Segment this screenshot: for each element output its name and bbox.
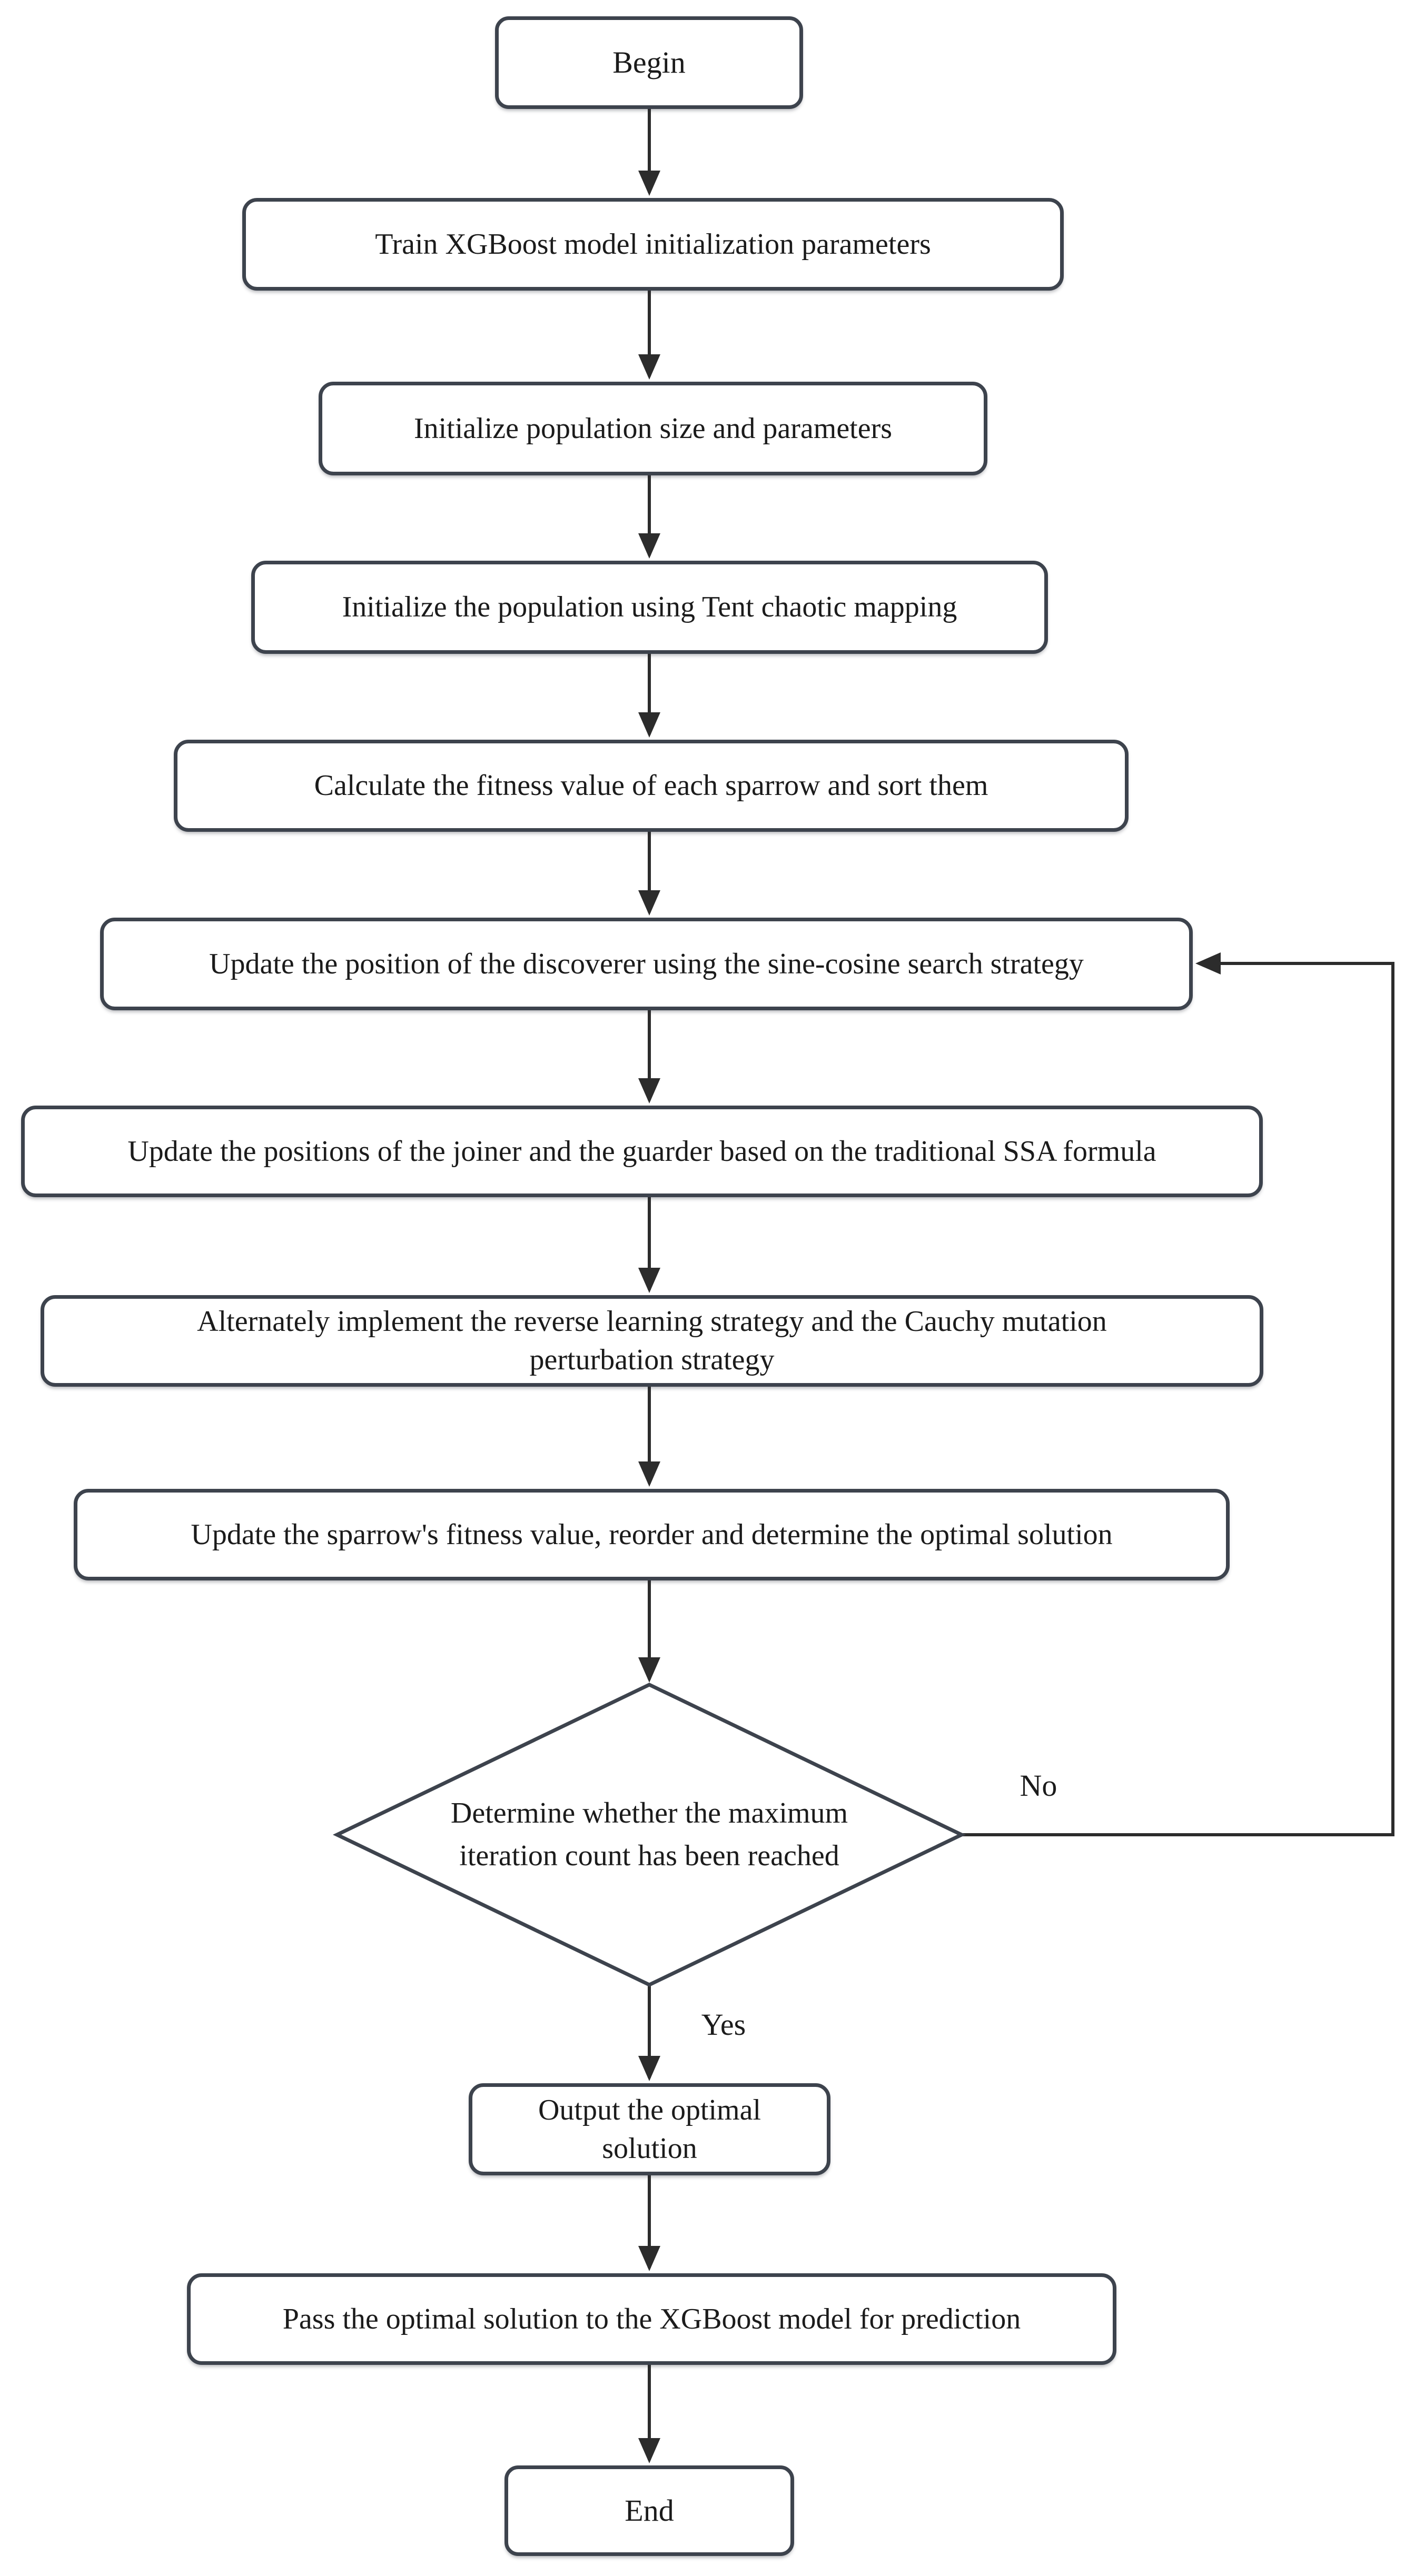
node-alternate-strategies-line2: perturbation strategy xyxy=(529,1344,775,1376)
node-output-optimal-line1: Output the optimal xyxy=(538,2093,761,2126)
node-begin-label: Begin xyxy=(612,45,686,80)
node-update-sparrow-fitness: Update the sparrow's fitness value, reor… xyxy=(74,1489,1230,1580)
node-max-iteration-decision-line2: iteration count has been reached xyxy=(459,1839,839,1872)
node-alternate-strategies-line1: Alternately implement the reverse learni… xyxy=(197,1305,1107,1338)
node-init-population-size: Initialize population size and parameter… xyxy=(319,382,987,475)
node-update-sparrow-fitness-label: Update the sparrow's fitness value, reor… xyxy=(191,1518,1113,1551)
node-begin: Begin xyxy=(495,16,803,109)
node-train-xgboost: Train XGBoost model initialization param… xyxy=(242,198,1064,291)
node-pass-to-xgboost-label: Pass the optimal solution to the XGBoost… xyxy=(282,2302,1021,2335)
edge-label-yes: Yes xyxy=(671,2007,776,2049)
node-tent-chaotic-mapping: Initialize the population using Tent cha… xyxy=(251,561,1048,654)
node-update-discoverer-label: Update the position of the discoverer us… xyxy=(209,947,1084,980)
node-end-label: End xyxy=(625,2493,674,2528)
node-update-joiner-guarder: Update the positions of the joiner and t… xyxy=(21,1106,1263,1197)
node-update-discoverer: Update the position of the discoverer us… xyxy=(100,918,1193,1010)
edge-decision-discoverer-no xyxy=(962,952,1394,1836)
node-tent-chaotic-mapping-label: Initialize the population using Tent cha… xyxy=(342,591,957,624)
node-update-joiner-guarder-label: Update the positions of the joiner and t… xyxy=(127,1135,1156,1168)
node-max-iteration-decision-line1: Determine whether the maximum xyxy=(450,1796,848,1829)
node-calculate-fitness: Calculate the fitness value of each spar… xyxy=(174,740,1129,832)
node-output-optimal-line2: solution xyxy=(602,2132,697,2165)
node-alternate-strategies: Alternately implement the reverse learni… xyxy=(41,1295,1263,1387)
decision-diamond-shape xyxy=(332,1683,966,1987)
node-calculate-fitness-label: Calculate the fitness value of each spar… xyxy=(314,769,988,802)
node-end: End xyxy=(504,2465,794,2556)
node-max-iteration-decision: Determine whether the maximum iteration … xyxy=(386,1753,913,1916)
edge-label-no-text: No xyxy=(1020,1768,1057,1803)
edge-label-yes-text: Yes xyxy=(701,2007,746,2042)
edge-label-no: No xyxy=(996,1768,1081,1810)
node-output-optimal: Output the optimal solution xyxy=(469,2083,830,2175)
node-init-population-size-label: Initialize population size and parameter… xyxy=(413,412,893,445)
node-train-xgboost-label: Train XGBoost model initialization param… xyxy=(375,227,931,261)
node-pass-to-xgboost: Pass the optimal solution to the XGBoost… xyxy=(187,2273,1116,2365)
